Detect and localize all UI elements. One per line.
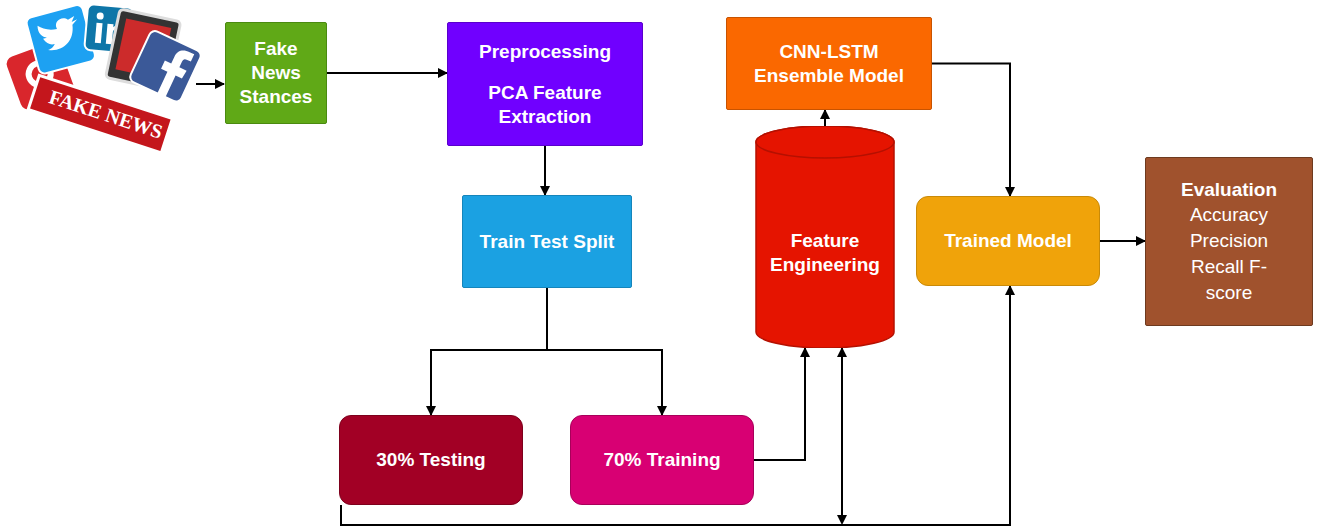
connector-line xyxy=(841,348,843,517)
flow-arrow xyxy=(545,146,546,195)
connector-line xyxy=(544,146,546,195)
database-cylinder: Feature Engineering xyxy=(755,126,895,348)
process-box: Fake News Stances xyxy=(225,22,327,124)
flow-arrow xyxy=(547,288,662,415)
connector-line xyxy=(932,64,1010,197)
connector-line xyxy=(754,348,805,460)
node-body: PCA Feature Extraction xyxy=(452,81,638,129)
node-title: Preprocessing xyxy=(473,40,617,64)
connector-line xyxy=(431,288,547,415)
node-title: Train Test Split xyxy=(474,230,621,254)
illustration-arrow xyxy=(196,83,224,85)
node-title: CNN-LSTM Ensemble Model xyxy=(731,40,927,88)
connector-line xyxy=(824,110,826,126)
evaluation-box: EvaluationAccuracy Precision Recall F-sc… xyxy=(1145,157,1313,326)
flow-arrow xyxy=(754,348,805,460)
connector-line xyxy=(1100,240,1145,242)
model-box: Trained Model xyxy=(916,196,1100,286)
node-title: Fake News Stances xyxy=(230,37,322,109)
flow-arrow xyxy=(327,73,447,74)
data-box: 30% Testing xyxy=(339,415,523,505)
flow-arrow xyxy=(825,110,826,126)
flow-arrow xyxy=(932,64,1010,197)
node-title: 30% Testing xyxy=(370,448,491,472)
node-title: Feature Engineering xyxy=(755,229,895,277)
facebook-icon xyxy=(128,29,202,103)
node-title: Evaluation xyxy=(1175,178,1283,202)
model-box: CNN-LSTM Ensemble Model xyxy=(726,17,932,110)
flow-arrow xyxy=(837,348,847,525)
process-box: PreprocessingPCA Feature Extraction xyxy=(447,22,643,146)
node-body: Accuracy Precision Recall F-score xyxy=(1168,202,1290,306)
connector-line xyxy=(547,288,662,415)
connector-line xyxy=(327,72,447,74)
node-title: Trained Model xyxy=(938,229,1078,253)
node-title: 70% Training xyxy=(597,448,726,472)
process-box: Train Test Split xyxy=(462,195,632,288)
data-box: 70% Training xyxy=(570,415,754,505)
flow-arrow xyxy=(431,288,547,415)
flow-arrow xyxy=(1100,241,1145,242)
